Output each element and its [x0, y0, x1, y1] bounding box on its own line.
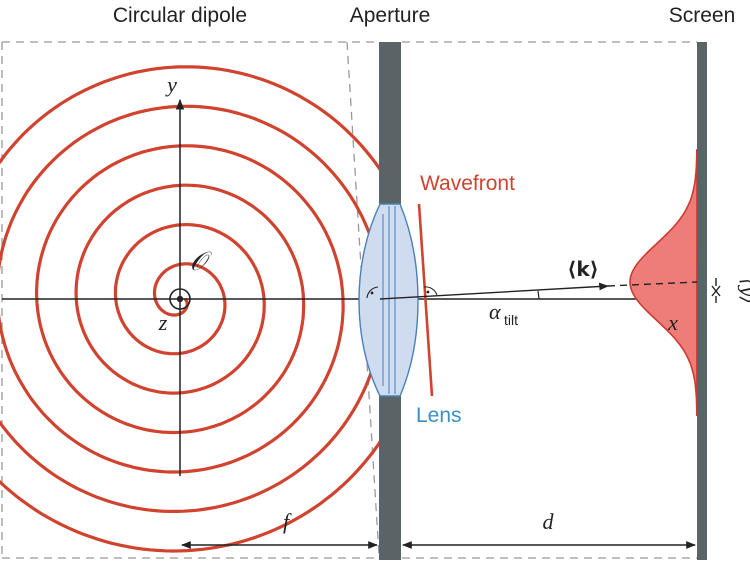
svg-text:α: α [489, 299, 501, 324]
wavefront-line [417, 203, 434, 397]
screen-title: Screen [669, 4, 736, 27]
right-angle-markers [366, 286, 438, 299]
y-axis-label: y [165, 72, 177, 97]
y-mean-marker [711, 278, 721, 303]
aperture [379, 42, 401, 560]
circular-dipole-title: Circular dipole [113, 4, 247, 27]
svg-text:tilt: tilt [504, 312, 518, 328]
lens-label: Lens [416, 404, 462, 427]
axes [2, 98, 690, 476]
aperture-top-block [379, 42, 401, 204]
f-distance-label: f [283, 509, 292, 534]
aperture-bottom-block [379, 396, 401, 560]
k-vector-extension [607, 281, 698, 287]
z-axis-symbol [169, 288, 191, 310]
screen-bar [697, 42, 707, 560]
intensity-profile [629, 149, 698, 417]
alpha-tilt-label: α tilt [489, 299, 518, 328]
aperture-title: Aperture [350, 4, 431, 27]
spiral-wave [0, 65, 381, 553]
z-axis-label: z [158, 310, 168, 335]
lens [358, 203, 419, 397]
y-mean-label: ⟨y⟩ [737, 278, 750, 304]
x-axis-label: x [667, 310, 678, 335]
k-vector-arrow [379, 282, 609, 300]
wavefront-label: Wavefront [420, 172, 515, 195]
k-vector-label: ⟨k⟩ [567, 257, 599, 281]
d-distance-label: d [543, 509, 555, 534]
alpha-tilt-arc [537, 290, 540, 300]
